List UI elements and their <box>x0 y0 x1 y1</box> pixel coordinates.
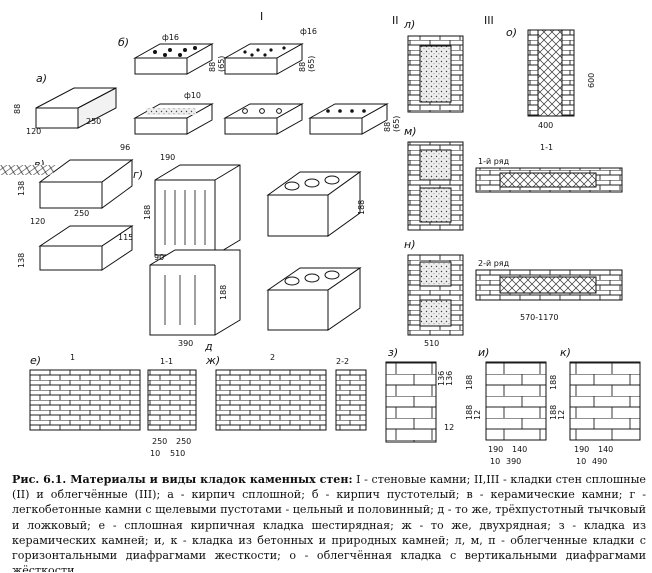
svg-text:140: 140 <box>512 445 527 454</box>
svg-text:136: 136 <box>445 371 454 386</box>
svg-text:е): е) <box>30 354 41 367</box>
svg-text:115: 115 <box>118 233 133 242</box>
svg-text:88: 88 <box>13 104 22 114</box>
svg-text:1-й ряд: 1-й ряд <box>478 157 510 166</box>
svg-text:510: 510 <box>170 449 185 458</box>
svg-text:250: 250 <box>176 437 191 446</box>
svg-text:г): г) <box>133 168 143 181</box>
svg-text:(65): (65) <box>217 56 226 72</box>
svg-text:188: 188 <box>219 285 228 300</box>
svg-text:б): б) <box>118 36 129 49</box>
svg-text:250: 250 <box>74 209 89 218</box>
svg-text:2: 2 <box>270 353 275 362</box>
svg-text:120: 120 <box>26 127 41 136</box>
svg-text:1-1: 1-1 <box>160 357 173 366</box>
svg-text:з): з) <box>388 346 398 359</box>
svg-text:96: 96 <box>120 143 130 152</box>
svg-text:390: 390 <box>506 457 521 466</box>
svg-text:ф16: ф16 <box>162 33 179 42</box>
svg-text:140: 140 <box>598 445 613 454</box>
svg-text:12: 12 <box>473 410 482 420</box>
svg-text:88: 88 <box>298 62 307 72</box>
svg-text:2-й ряд: 2-й ряд <box>478 259 510 268</box>
two-row-masonry-zh: ж) 2 2-2 <box>205 353 367 431</box>
svg-text:570-1170: 570-1170 <box>520 313 559 322</box>
svg-text:ф16: ф16 <box>300 27 317 36</box>
section-label-II: II <box>392 14 399 27</box>
svg-text:138: 138 <box>17 181 26 196</box>
svg-text:12: 12 <box>557 410 566 420</box>
svg-text:2-2: 2-2 <box>336 357 349 366</box>
svg-text:138: 138 <box>17 253 26 268</box>
svg-text:88: 88 <box>383 122 392 132</box>
lightened-walls-lmn: л) м) н) 510 <box>403 18 464 348</box>
brick-solid-a: а) 88 120 250 <box>13 72 117 136</box>
figure-drawing: I III а) 88 120 250 б) ф16 ф16 ф10 <box>0 10 641 466</box>
figure-caption: Рис. 6.1. Материалы и виды кладок каменн… <box>12 472 646 572</box>
svg-text:188: 188 <box>465 375 474 390</box>
solid-masonry-e: е) 1 1-1 250 250 10 510 <box>29 353 197 458</box>
caption-title: Рис. 6.1. Материалы и виды кладок каменн… <box>12 473 353 486</box>
section-label-III: III <box>484 14 494 27</box>
svg-text:390: 390 <box>178 339 193 348</box>
svg-text:88: 88 <box>208 62 217 72</box>
svg-text:510: 510 <box>424 339 439 348</box>
svg-text:10: 10 <box>576 457 586 466</box>
svg-text:490: 490 <box>592 457 607 466</box>
section-label-I: I <box>260 10 263 23</box>
svg-text:90: 90 <box>154 253 164 262</box>
svg-text:600: 600 <box>587 73 596 88</box>
svg-text:188: 188 <box>465 405 474 420</box>
svg-text:190: 190 <box>488 445 503 454</box>
svg-text:д: д <box>204 340 213 353</box>
svg-text:м): м) <box>404 125 417 138</box>
svg-text:1: 1 <box>70 353 75 362</box>
svg-text:(65): (65) <box>392 116 401 132</box>
svg-text:ж): ж) <box>205 354 220 367</box>
svg-text:и): и) <box>478 346 489 359</box>
ceramic-masonry-z: з) 136 136 12 <box>385 346 454 443</box>
brick-hollow-b: б) ф16 ф16 ф10 88 (6 <box>118 27 401 135</box>
svg-text:400: 400 <box>538 121 553 130</box>
svg-text:190: 190 <box>160 153 175 162</box>
block-masonry-i: и) 188 12 188 190 140 10 390 <box>465 346 547 466</box>
svg-text:1-1: 1-1 <box>540 143 553 152</box>
svg-text:136: 136 <box>437 371 446 386</box>
svg-text:188: 188 <box>143 205 152 220</box>
svg-text:к): к) <box>560 346 571 359</box>
svg-text:250: 250 <box>152 437 167 446</box>
svg-text:в): в) <box>34 158 45 171</box>
ceramic-stone-v: в) 96 138 120 250 115 138 <box>0 143 134 271</box>
section-plans: 1-1 1-й ряд 2-й ряд 570-1170 <box>475 143 623 322</box>
svg-text:188: 188 <box>549 375 558 390</box>
block-masonry-k: к) 188 12 188 190 140 10 490 <box>549 346 641 466</box>
svg-text:10: 10 <box>150 449 160 458</box>
svg-text:188: 188 <box>549 405 558 420</box>
svg-text:н): н) <box>404 238 415 251</box>
svg-text:188: 188 <box>357 200 366 215</box>
caption-text: I - стеновые камни; II,III - кладки стен… <box>12 473 646 572</box>
svg-text:ф10: ф10 <box>184 91 201 100</box>
svg-text:о): о) <box>506 26 517 39</box>
svg-text:а): а) <box>36 72 47 85</box>
svg-text:л): л) <box>403 18 415 31</box>
svg-text:250: 250 <box>86 117 101 126</box>
svg-text:190: 190 <box>574 445 589 454</box>
three-hole-block-d: 188 <box>266 171 366 331</box>
lightened-wall-o: о) 600 400 <box>506 26 596 130</box>
svg-text:10: 10 <box>490 457 500 466</box>
svg-text:(65): (65) <box>307 56 316 72</box>
svg-text:12: 12 <box>444 423 454 432</box>
concrete-stone-g: г) 190 188 390 90 188 390 д <box>133 153 241 353</box>
svg-text:120: 120 <box>30 217 45 226</box>
